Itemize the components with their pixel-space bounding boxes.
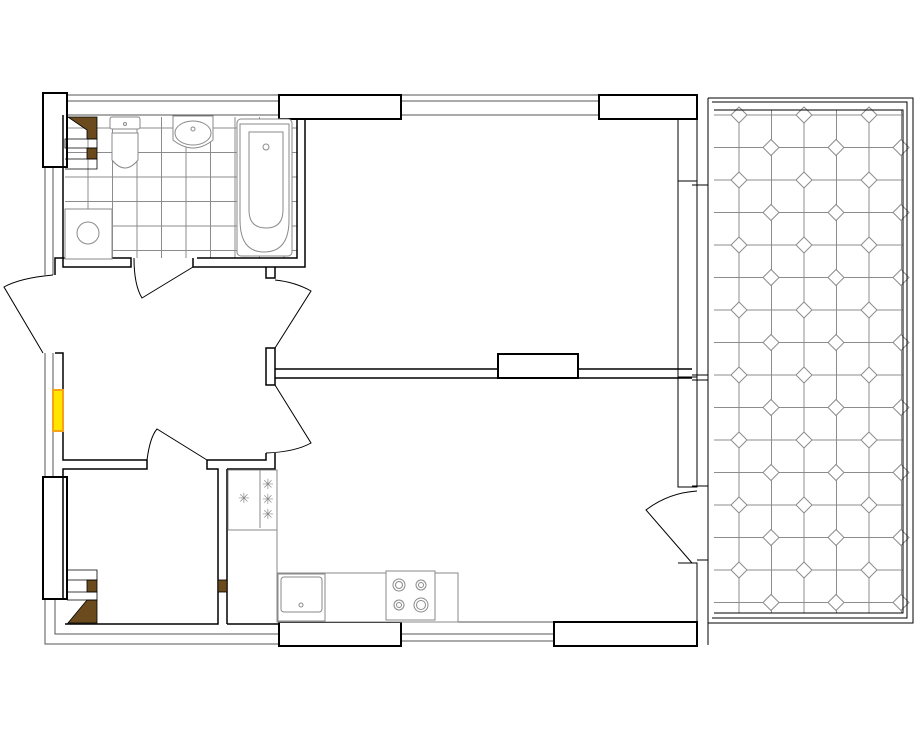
balcony-tile-ornament xyxy=(860,561,878,579)
balcony-tile-ornament xyxy=(762,463,780,482)
balcony-tile-ornament xyxy=(860,301,878,319)
balcony-tile-ornament xyxy=(892,333,910,352)
svg-text:✳: ✳ xyxy=(262,507,274,523)
sink-icon xyxy=(172,115,214,149)
svg-text:✳: ✳ xyxy=(262,492,274,508)
balcony-tile-ornament xyxy=(730,561,748,579)
svg-text:✳: ✳ xyxy=(262,477,274,493)
balcony-tile-ornament xyxy=(827,333,845,352)
balcony-tile-ornament xyxy=(795,366,813,384)
balcony-tile-ornament xyxy=(795,106,813,124)
balcony-tile-ornament xyxy=(795,561,813,579)
balcony-tile-ornament xyxy=(730,366,748,384)
balcony-tile-ornament xyxy=(860,496,878,514)
interior-walls xyxy=(54,115,692,625)
balcony-tile-ornament xyxy=(762,203,780,222)
balcony-tile-grid xyxy=(714,106,910,613)
radiator-heater xyxy=(52,389,64,432)
toilet-icon xyxy=(109,116,141,169)
bathroom-fixtures xyxy=(64,115,293,260)
balcony-tile-ornament xyxy=(762,593,780,612)
kitchen-sink-icon xyxy=(277,573,326,622)
balcony-tile-ornament xyxy=(860,236,878,254)
balcony-tile-ornament xyxy=(730,171,748,189)
balcony-tile-ornament xyxy=(892,138,910,157)
balcony-tile-ornament xyxy=(762,333,780,352)
balcony-tile-ornament xyxy=(762,138,780,157)
balcony-tile-ornament xyxy=(892,593,910,612)
bathtub-icon xyxy=(236,118,293,257)
balcony-tile-ornament xyxy=(892,203,910,222)
balcony-tile-ornament xyxy=(795,496,813,514)
balcony-tile-ornament xyxy=(860,366,878,384)
exterior-walls xyxy=(44,94,914,645)
ventilation-shafts xyxy=(66,116,228,624)
balcony-tile-ornament xyxy=(762,268,780,287)
kitchen-fixtures: ✳✳✳✳ xyxy=(227,469,459,623)
balcony-tile-ornament xyxy=(892,398,910,417)
balcony-tile-ornament xyxy=(860,431,878,449)
balcony-tile-ornament xyxy=(730,106,748,124)
balcony-tile-ornament xyxy=(860,106,878,124)
balcony-tile-ornament xyxy=(795,236,813,254)
balcony-tile-ornament xyxy=(827,138,845,157)
balcony-tile-ornament xyxy=(860,171,878,189)
balcony-tile-ornament xyxy=(730,236,748,254)
balcony-tile-ornament xyxy=(827,593,845,612)
balcony-tile-ornament xyxy=(892,463,910,482)
svg-text:✳: ✳ xyxy=(238,491,250,507)
balcony-tile-ornament xyxy=(892,528,910,547)
balcony-tile-ornament xyxy=(795,301,813,319)
balcony-tile-ornament xyxy=(827,528,845,547)
balcony-tile-ornament xyxy=(795,171,813,189)
stove-burner-icon: ✳✳✳✳ xyxy=(238,477,274,523)
doors xyxy=(3,257,698,564)
balcony-tile-ornament xyxy=(827,203,845,222)
balcony-tile-ornament xyxy=(762,398,780,417)
balcony-tile-ornament xyxy=(827,268,845,287)
balcony-tile-ornament xyxy=(730,431,748,449)
balcony-tile-ornament xyxy=(730,301,748,319)
balcony-tile-ornament xyxy=(762,528,780,547)
balcony-tile-ornament xyxy=(730,496,748,514)
balcony-tile-ornament xyxy=(827,398,845,417)
washing-machine-icon xyxy=(64,208,113,260)
cooktop-icon xyxy=(385,570,436,621)
balcony-tile-ornament xyxy=(892,268,910,287)
balcony-tile-ornament xyxy=(827,463,845,482)
balcony-tile-ornament xyxy=(795,431,813,449)
